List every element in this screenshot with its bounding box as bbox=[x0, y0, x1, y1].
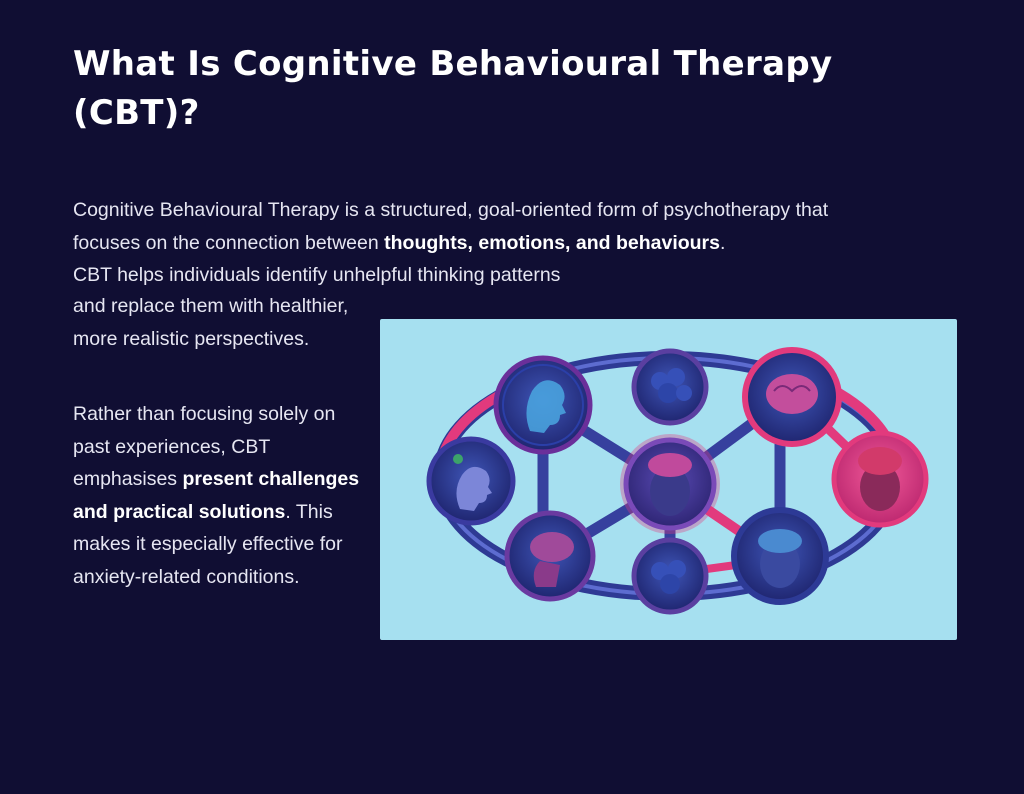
node-bottom-right bbox=[731, 507, 829, 605]
node-right bbox=[831, 430, 929, 528]
berries-icon bbox=[658, 383, 678, 403]
face-icon bbox=[860, 463, 900, 511]
face-icon bbox=[760, 540, 800, 588]
node-left bbox=[426, 436, 516, 526]
intro-highlight: thoughts, emotions, and behaviours bbox=[384, 231, 720, 254]
brain-icon bbox=[766, 374, 818, 414]
focus-paragraph: Rather than focusing solely on past expe… bbox=[73, 398, 369, 593]
page-title: What Is Cognitive Behavioural Therapy (C… bbox=[73, 44, 833, 133]
focus-end: . This makes it especially effective for… bbox=[73, 500, 343, 588]
node-bottom-center bbox=[631, 537, 709, 615]
head-profile-icon bbox=[526, 380, 566, 433]
node-top-left bbox=[493, 355, 593, 455]
focus-highlight: present challenges and practical solutio… bbox=[73, 468, 360, 523]
node-center bbox=[620, 434, 720, 534]
network-graphic bbox=[426, 347, 929, 615]
berries-icon bbox=[651, 562, 669, 580]
face-icon bbox=[650, 466, 690, 516]
head-profile-icon bbox=[456, 466, 492, 511]
node-bottom-left bbox=[504, 510, 596, 602]
brain-icon bbox=[530, 532, 574, 562]
intro-paragraph: Cognitive Behavioural Therapy is a struc… bbox=[73, 194, 893, 292]
intro-end: . bbox=[720, 231, 726, 254]
intro-line3: CBT helps individuals identify unhelpful… bbox=[73, 264, 561, 286]
intro-text: Cognitive Behavioural Therapy is a struc… bbox=[73, 199, 829, 254]
node-top-right bbox=[742, 347, 842, 447]
focus-text: Rather than focusing solely on past expe… bbox=[73, 403, 336, 490]
node-top-center bbox=[631, 348, 709, 426]
cbt-network-illustration bbox=[380, 319, 957, 640]
intro-paragraph-continued: and replace them with healthier, more re… bbox=[73, 295, 349, 350]
